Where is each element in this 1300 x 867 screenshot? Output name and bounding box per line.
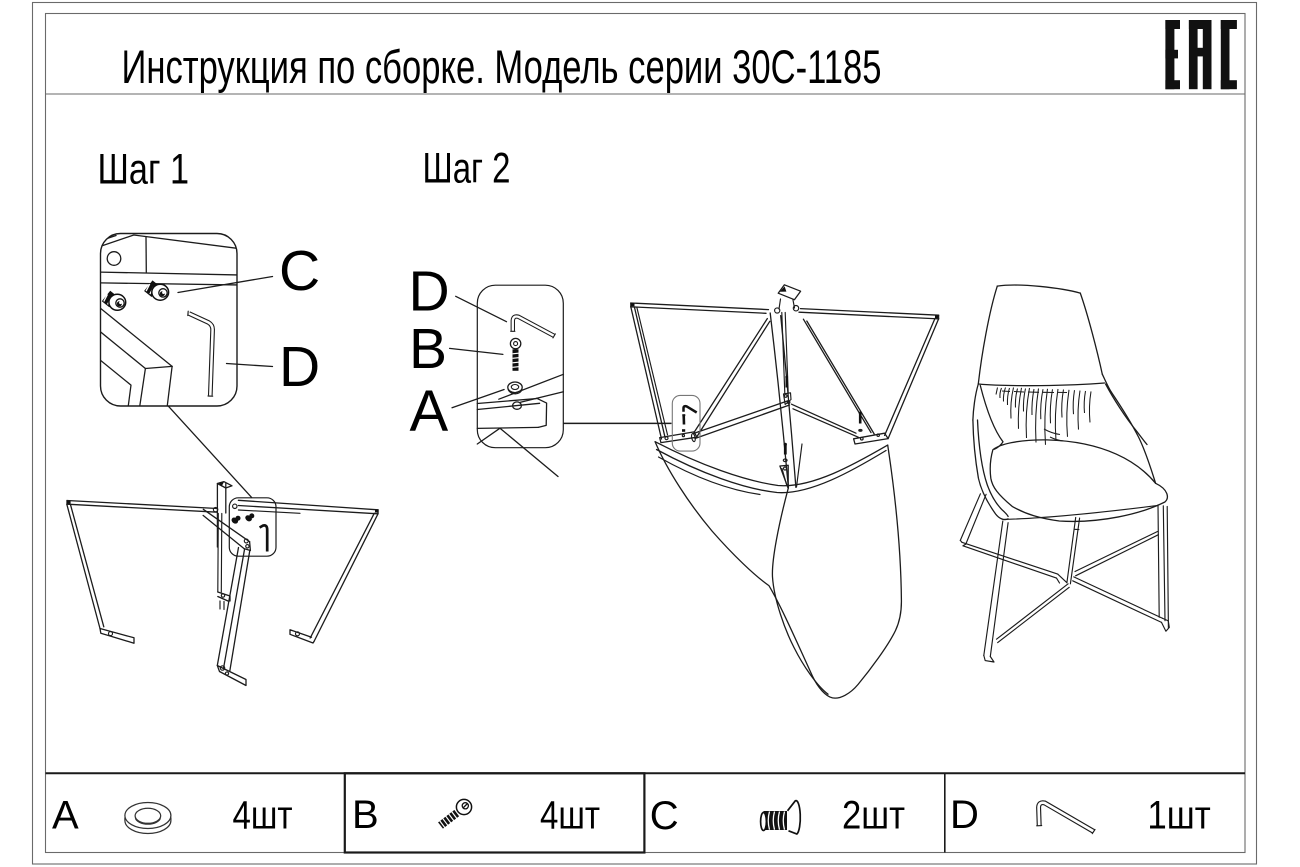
svg-text:4шт: 4шт [233, 794, 293, 838]
svg-text:B: B [352, 793, 379, 837]
svg-text:D: D [279, 335, 320, 399]
svg-text:1шт: 1шт [1147, 794, 1210, 838]
svg-text:A: A [410, 379, 449, 444]
svg-text:4шт: 4шт [540, 794, 600, 838]
svg-text:Шаг 1: Шаг 1 [98, 146, 190, 194]
svg-text:B: B [409, 317, 447, 381]
svg-text:C: C [650, 794, 679, 838]
svg-text:Шаг 2: Шаг 2 [423, 145, 511, 193]
svg-text:D: D [409, 260, 450, 324]
svg-text:Инструкция по сборке. Модель с: Инструкция по сборке. Модель серии 30С-1… [122, 40, 882, 93]
svg-text:2шт: 2шт [842, 794, 905, 838]
svg-text:D: D [950, 793, 979, 837]
svg-text:A: A [52, 794, 79, 838]
svg-text:C: C [279, 239, 320, 303]
